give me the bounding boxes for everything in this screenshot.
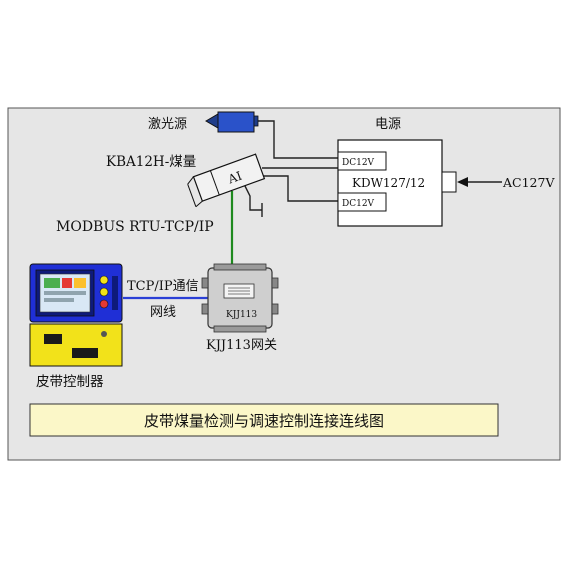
power-model-label: KDW127/12 xyxy=(352,176,425,190)
network-cable-label: 网线 xyxy=(150,305,176,320)
laser-source-label: 激光源 xyxy=(148,117,187,132)
kba-sensor-label: KBA12H-煤量 xyxy=(106,154,196,170)
ac-arrow-icon xyxy=(457,177,468,187)
dc12v-top-label: DC12V xyxy=(342,158,375,168)
wire-laser-power xyxy=(256,120,338,159)
wire-ground xyxy=(243,183,262,211)
tcp-comm-label: TCP/IP通信 xyxy=(127,279,199,294)
dc12v-top-port xyxy=(337,151,387,171)
gateway-plate-label: KJJ113 xyxy=(226,310,257,320)
ac-input-label: AC127V xyxy=(502,175,555,190)
gateway-label: KJJ113网关 xyxy=(206,338,277,353)
wire-sensor-power-bottom xyxy=(262,175,338,202)
caption-text: 皮带煤量检测与调速控制连接连线图 xyxy=(144,412,384,430)
kjj113-gateway-device: KJJ113 xyxy=(201,263,279,333)
caption-box xyxy=(29,403,499,437)
power-title: 电源 xyxy=(375,117,401,132)
belt-controller-device xyxy=(29,263,123,367)
dc12v-bottom-label: DC12V xyxy=(342,199,375,209)
belt-controller-label: 皮带控制器 xyxy=(36,374,104,390)
laser-source-icon xyxy=(205,111,259,133)
modbus-label: MODBUS RTU-TCP/IP xyxy=(56,219,214,235)
wires xyxy=(243,120,502,217)
ai-sensor-box: AI xyxy=(187,153,266,208)
dc12v-bottom-port xyxy=(337,192,387,212)
ac-input-port xyxy=(441,171,457,193)
ai-label: AI xyxy=(225,169,244,187)
